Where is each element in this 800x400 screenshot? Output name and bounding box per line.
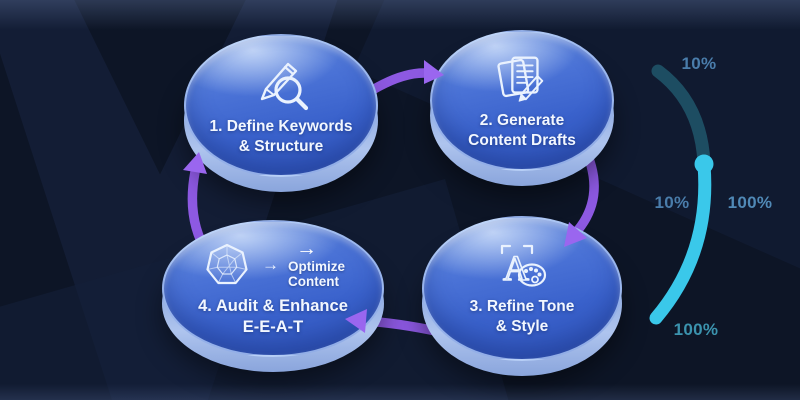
step-3-label-line2: & Style <box>495 317 549 335</box>
gauge-label-top: 10% <box>681 54 717 73</box>
gauge-label-middle-left: 10% <box>654 193 690 212</box>
step-3-label-line1: 3. Refine Tone <box>469 297 575 315</box>
step-4-disc: → → Optimize Content 4. Audit & Enhance … <box>162 220 384 372</box>
step-2-disc: 2. Generate Content Drafts <box>430 30 614 186</box>
gauge-progress-dot <box>694 154 714 174</box>
callout-line2: Content <box>287 274 339 290</box>
step-4-label-line2: E-E-A-T <box>242 318 304 336</box>
arrow-right-icon: → <box>295 236 317 260</box>
step-2-label-line1: 2. Generate <box>479 111 565 129</box>
callout-line1: Optimize <box>287 258 345 274</box>
svg-text:A: A <box>503 248 529 288</box>
disc-face: A 3. Refine Tone & Style <box>422 216 622 361</box>
optimize-content-callout: → Optimize Content <box>287 236 345 290</box>
gauge-track-bright <box>649 158 712 325</box>
step-1-label-line1: 1. Define Keywords <box>209 117 353 135</box>
audit-callout-row: → → Optimize Content <box>201 236 345 291</box>
bottom-gradient <box>0 384 800 400</box>
step-1-label-line2: & Structure <box>238 137 324 155</box>
gauge-label-bottom: 100% <box>673 320 719 339</box>
step-3-disc: A 3. Refine Tone & Style <box>422 216 622 376</box>
disc-face: → → Optimize Content 4. Audit & Enhance … <box>162 220 384 357</box>
step-2-label-line2: Content Drafts <box>468 131 576 149</box>
heptagon-structure-icon <box>201 239 253 291</box>
pencil-search-icon <box>248 55 314 111</box>
typography-palette-icon: A <box>490 241 554 291</box>
gauge-label-middle-right: 100% <box>727 193 773 212</box>
step-4-label-line1: 4. Audit & Enhance <box>198 296 348 315</box>
gauge-track-dark <box>651 64 711 170</box>
top-gradient <box>0 0 800 30</box>
documents-pen-icon <box>493 51 551 105</box>
disc-face: 2. Generate Content Drafts <box>430 30 614 171</box>
disc-face: 1. Define Keywords & Structure <box>184 34 378 177</box>
small-arrow-icon: → <box>261 254 279 274</box>
step-1-disc: 1. Define Keywords & Structure <box>184 34 378 192</box>
